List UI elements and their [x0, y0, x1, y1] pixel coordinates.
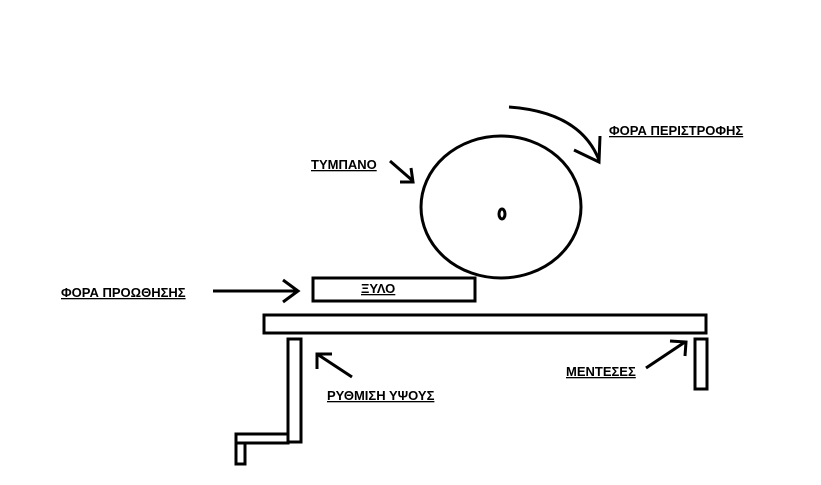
feed-arrow-head [282, 278, 301, 304]
feed-direction-label: ΦΟΡΑ ΠΡΟΩΘΗΣΗΣ [61, 285, 186, 300]
drum-circle [419, 134, 583, 280]
height-adjustment-label: ΡΥΘΜΙΣΗ ΥΨΟΥΣ [327, 388, 435, 403]
wood-label: ΞΥΛΟ [361, 281, 395, 296]
hinge-arrow-head [669, 339, 688, 357]
height-adjust-arrow [316, 352, 353, 379]
height-adjust-arrow-head [315, 352, 332, 369]
crank-handle [234, 441, 247, 466]
wood-board [311, 276, 477, 303]
hinges-label: ΜΕΝΤΕΣΕΣ [566, 364, 636, 379]
drum-pointer-arrow [389, 159, 414, 183]
hinge-leg [693, 337, 709, 391]
rotation-direction-label: ΦΟΡΑ ΠΕΡΙΣΤΡΟΦΗΣ [609, 123, 743, 138]
hinge-arrow [645, 340, 686, 370]
table-plate [262, 313, 708, 335]
drum-axle [497, 207, 507, 221]
crank-arm [234, 432, 290, 445]
drum-label: ΤΥΜΠΑΝΟ [311, 157, 377, 172]
rotation-arrow [508, 105, 601, 161]
drum-pointer-arrow-head [400, 167, 415, 184]
height-adjust-column [286, 337, 303, 444]
rotation-arrow-head [573, 135, 602, 165]
